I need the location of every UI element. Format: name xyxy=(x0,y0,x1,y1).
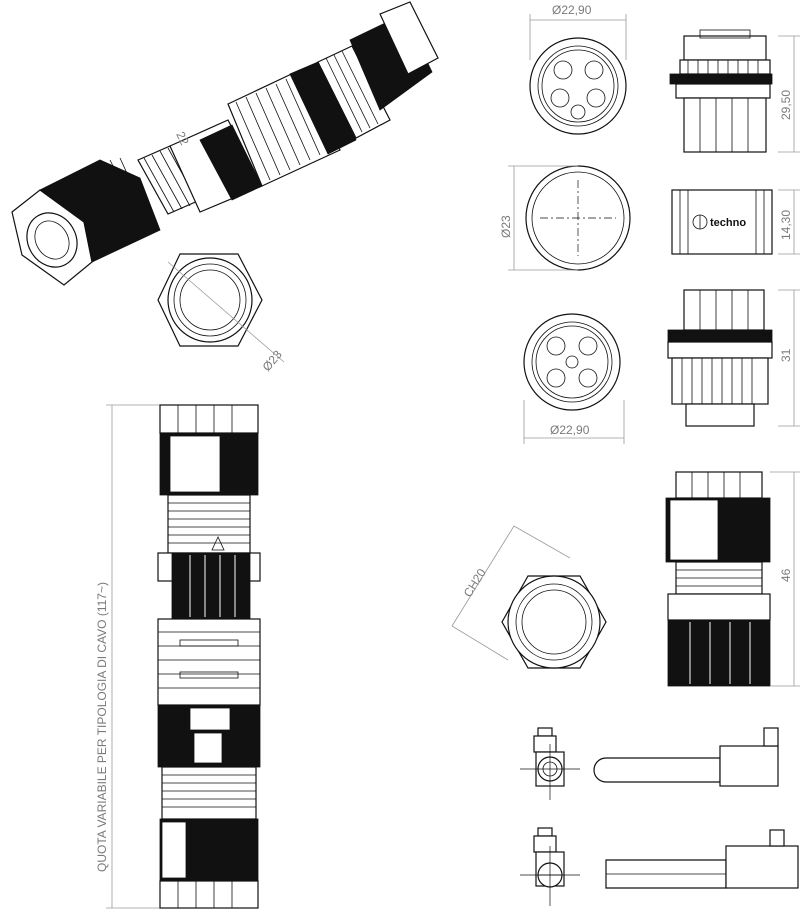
contact-pin-male xyxy=(520,727,779,800)
lower-side-view: 31 xyxy=(667,289,800,427)
connector-side-view: QUOTA VARIABILE PER TIPOLOGIA DI CAVO (1… xyxy=(95,404,261,909)
hex-size-label: CH20 xyxy=(461,566,489,600)
ring-marking-label: 22 xyxy=(173,129,191,147)
isometric-connector-view: 22 xyxy=(11,1,439,286)
middle-side-height-label: 14,30 xyxy=(779,210,793,240)
middle-face-view: Ø23 xyxy=(499,165,631,271)
top-side-height-label: 29,50 xyxy=(779,90,793,120)
lower-face-view: Ø22,90 xyxy=(523,313,625,444)
brand-label: techno xyxy=(710,217,746,229)
contact-pin-female xyxy=(520,827,799,906)
lower-side-height-label: 31 xyxy=(779,348,793,362)
nut-diameter-label: Ø23 xyxy=(260,347,286,374)
top-side-view: 29,50 xyxy=(669,29,800,153)
middle-face-diameter-label: Ø23 xyxy=(499,215,513,238)
bottom-side-view: 46 xyxy=(665,471,800,687)
bottom-side-height-label: 46 xyxy=(779,568,793,582)
lower-face-diameter-label: Ø22,90 xyxy=(550,423,590,437)
middle-side-view: techno 14,30 xyxy=(671,189,800,255)
top-face-diameter-label: Ø22,90 xyxy=(552,3,592,17)
nut-front-view: Ø23 xyxy=(157,253,286,374)
hex-nut-view: CH20 xyxy=(451,525,607,669)
top-face-view: Ø22,90 xyxy=(529,3,627,135)
cable-variable-length-label: QUOTA VARIABILE PER TIPOLOGIA DI CAVO (1… xyxy=(95,582,109,872)
